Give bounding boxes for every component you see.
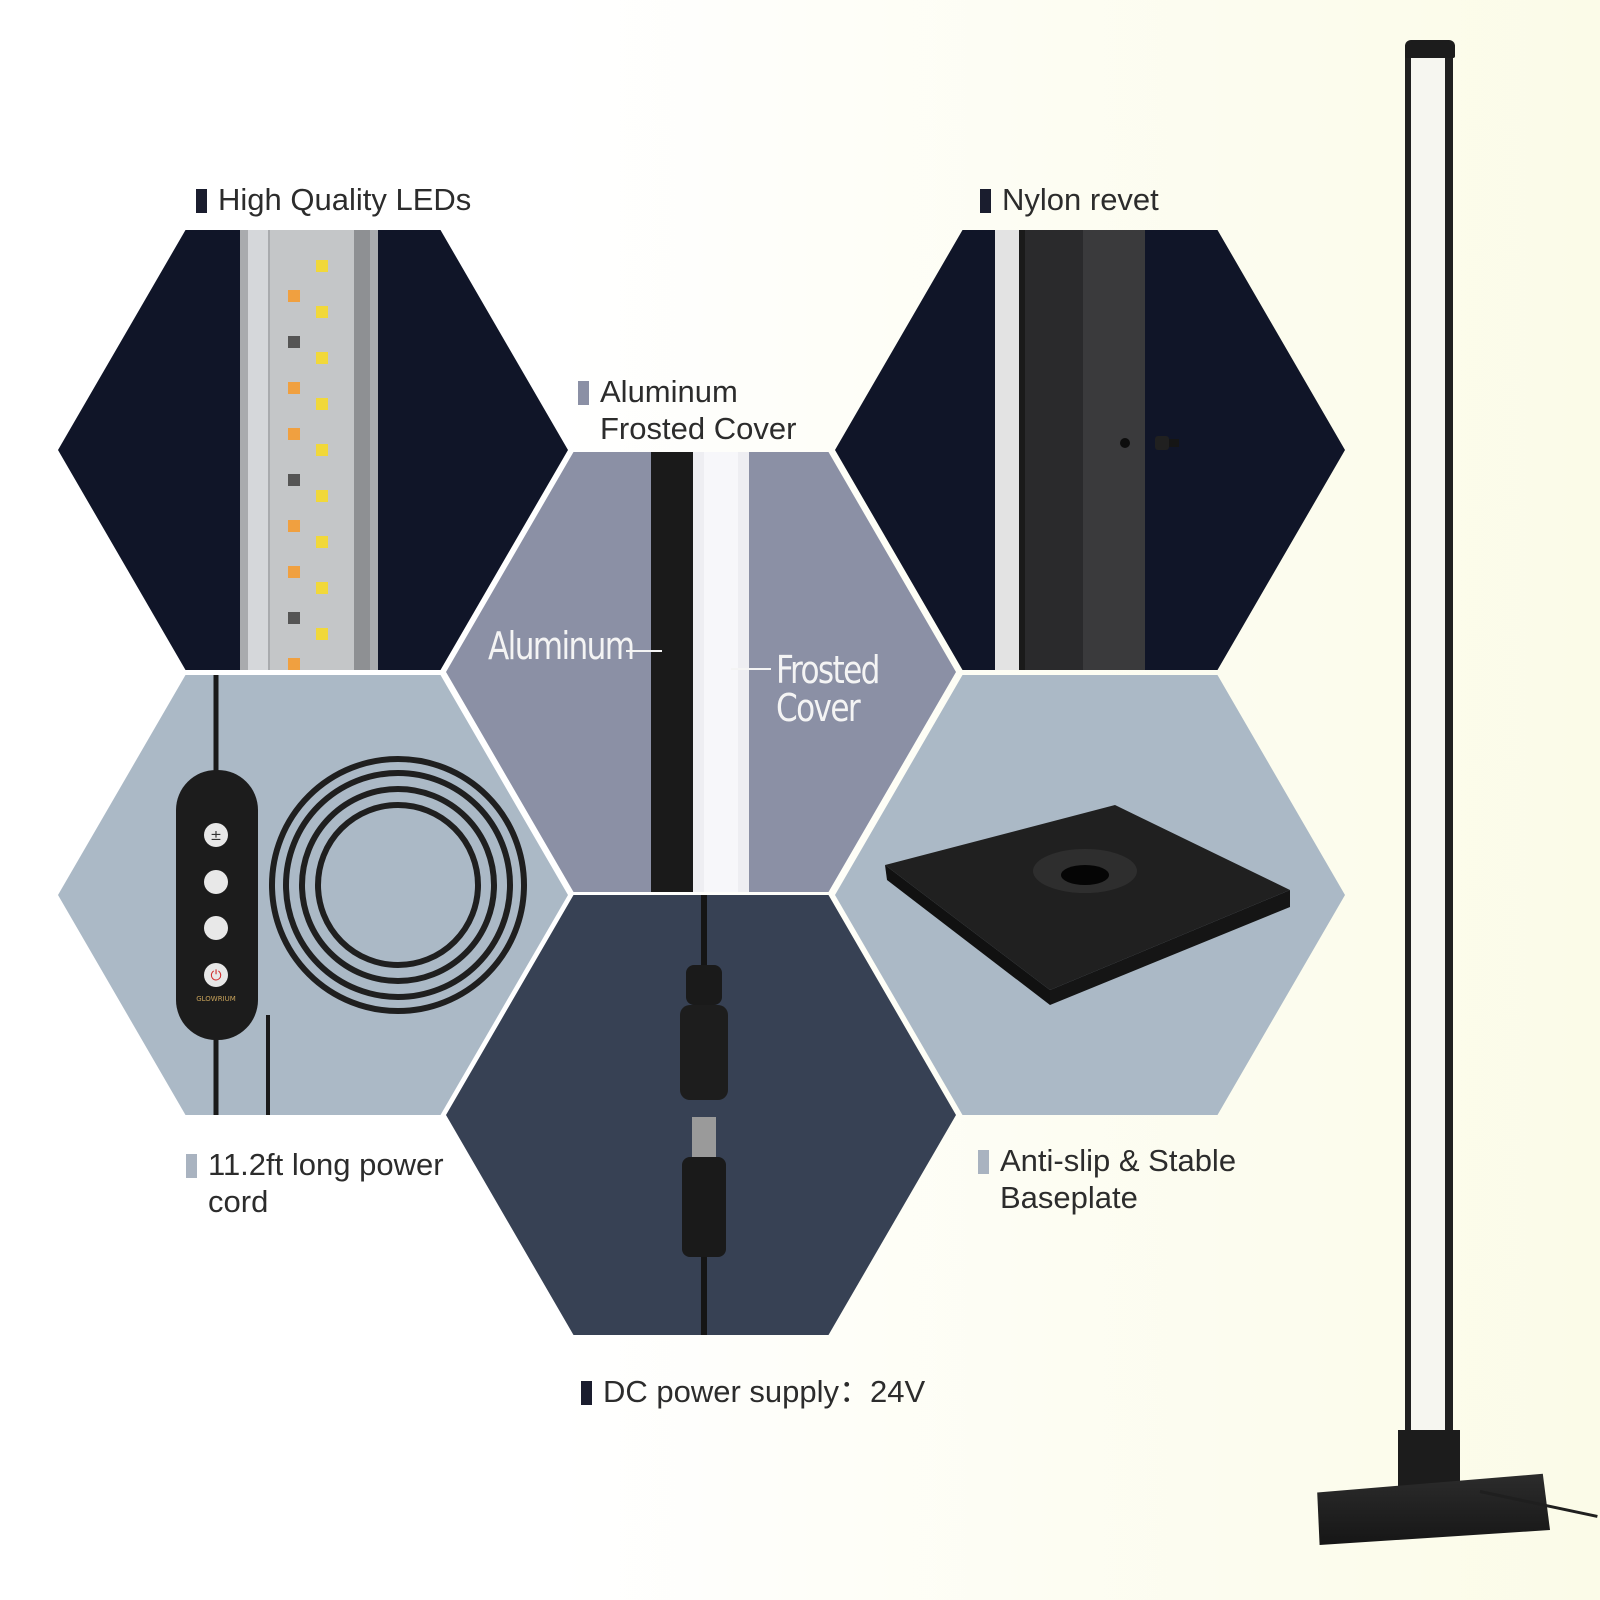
leds-label: High Quality LEDs	[196, 181, 471, 218]
baseplate-label: Anti-slip & Stable Baseplate	[978, 1142, 1236, 1216]
cord-and-controller-image: ± ⏻ GLOWRIUM	[176, 675, 527, 1115]
svg-text:GLOWRIUM: GLOWRIUM	[196, 995, 236, 1003]
led-chip	[316, 352, 328, 364]
label-marker	[186, 1154, 197, 1178]
label-marker	[980, 189, 991, 213]
led-chip	[288, 474, 300, 486]
led-chip	[316, 306, 328, 318]
led-chip	[288, 290, 300, 302]
led-strip-image	[240, 230, 378, 670]
led-chip	[288, 566, 300, 578]
led-chip	[316, 628, 328, 640]
led-chip	[316, 536, 328, 548]
aluminum-callout: Aluminum	[488, 624, 635, 668]
led-chip	[316, 582, 328, 594]
frosted-cover-label: Aluminum Frosted Cover	[578, 373, 796, 447]
led-chip	[316, 490, 328, 502]
rivet-closeup-image	[995, 230, 1179, 670]
led-chip	[316, 260, 328, 272]
led-chip	[288, 658, 300, 670]
frosted-leader-line	[731, 668, 771, 670]
led-closeup-panel	[58, 230, 568, 670]
label-marker	[978, 1150, 989, 1174]
baseplate-image	[885, 805, 1290, 1005]
label-marker	[581, 1381, 592, 1405]
nylon-label: Nylon revet	[980, 181, 1159, 218]
led-chip	[288, 336, 300, 348]
led-chip	[316, 444, 328, 456]
dc-power-label: DC power supply：24V	[581, 1373, 925, 1410]
svg-text:⏻: ⏻	[210, 968, 221, 984]
label-marker	[196, 189, 207, 213]
led-chip	[288, 612, 300, 624]
frosted-callout-line2: Cover	[776, 686, 861, 730]
lamp-pole	[1405, 42, 1453, 1482]
led-chip	[288, 428, 300, 440]
lamp-foot-bracket	[1398, 1430, 1460, 1490]
lamp-top-cap	[1405, 40, 1455, 58]
frosted-cover-image	[651, 452, 749, 892]
label-marker	[578, 381, 589, 405]
frosted-callout-line1: Frosted	[776, 648, 880, 692]
power-cord-label: 11.2ft long power cord	[186, 1146, 444, 1220]
dc-connector-image	[680, 895, 728, 1335]
led-chip	[316, 398, 328, 410]
svg-text:±: ±	[210, 828, 222, 844]
led-chip	[288, 520, 300, 532]
led-chip	[288, 382, 300, 394]
aluminum-leader-line	[626, 650, 662, 652]
